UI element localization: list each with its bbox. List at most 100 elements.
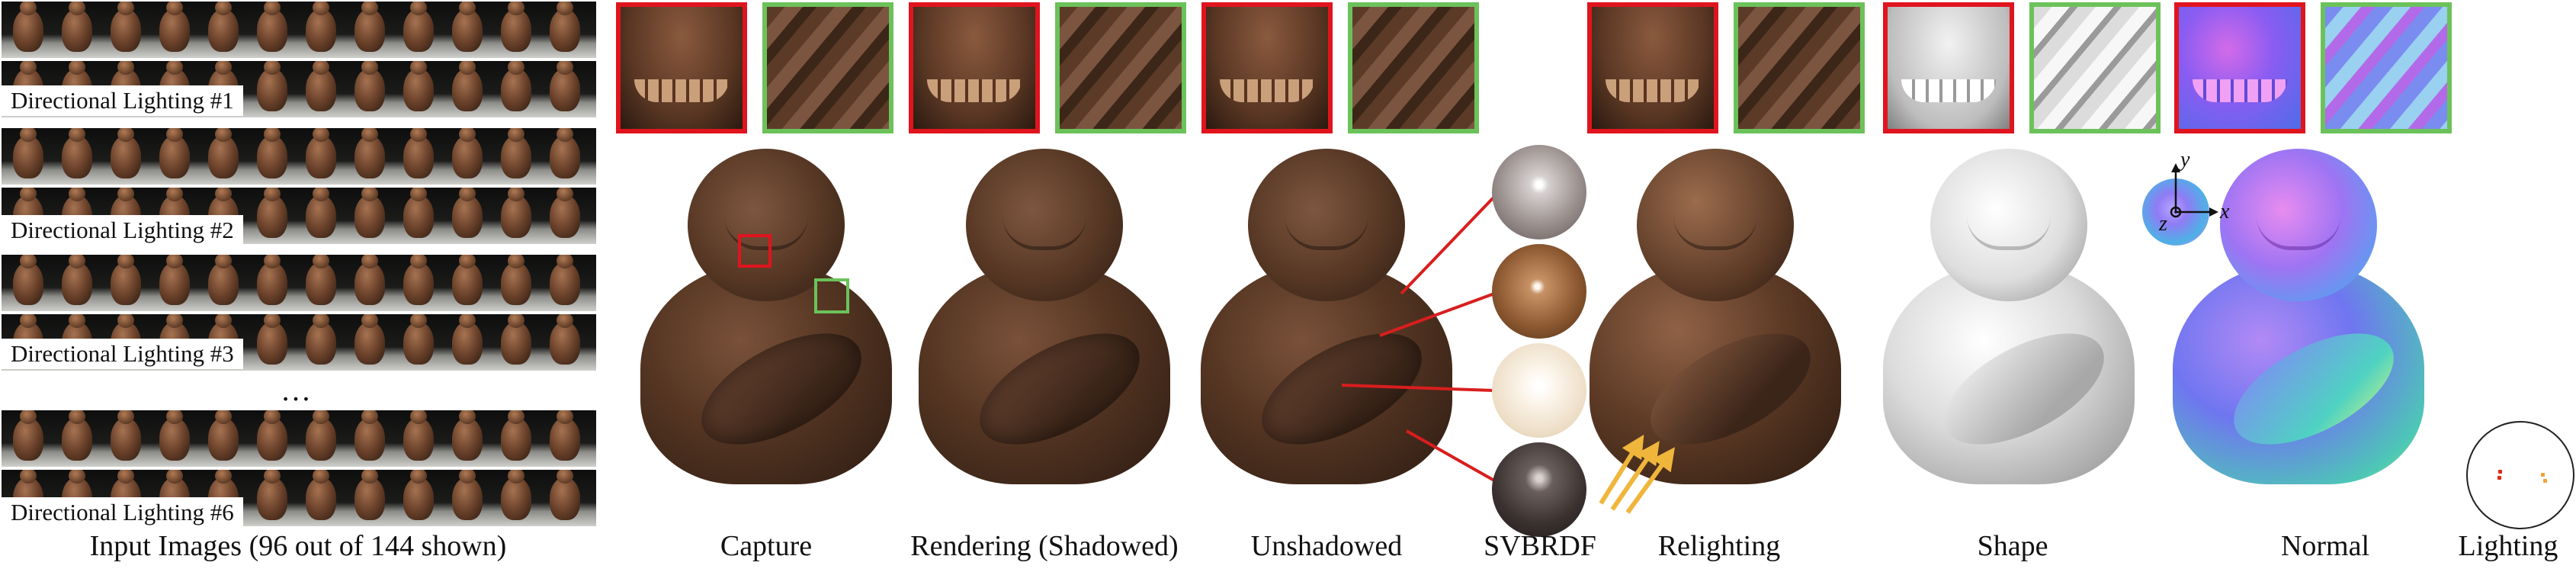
- input-image-thumbnail: [306, 470, 336, 520]
- capture-fold-crop: [762, 2, 893, 133]
- normal-color-legend: y x z: [2135, 148, 2230, 246]
- light-dot: [2541, 473, 2545, 477]
- input-image-thumbnail: [306, 255, 336, 305]
- input-image-thumbnail: [452, 314, 483, 365]
- rendering-mouth-crop: [909, 2, 1040, 133]
- input-image-thumbnail: [208, 2, 239, 52]
- directional-lighting-label: Directional Lighting #1: [2, 85, 243, 116]
- input-image-thumbnail: [62, 410, 92, 461]
- svbrdf-sphere: [1492, 343, 1586, 438]
- input-image-thumbnail: [403, 61, 434, 111]
- input-image-thumbnail: [501, 2, 531, 52]
- x-axis-label: x: [2220, 200, 2230, 223]
- svbrdf-sphere: [1492, 442, 1586, 537]
- input-image-thumbnail: [403, 255, 434, 305]
- input-image-thumbnail: [159, 2, 190, 52]
- input-image-thumbnail: [403, 128, 434, 178]
- relighting-mouth-crop: [1587, 2, 1718, 133]
- relighting-statue: [1590, 149, 1841, 484]
- unshadowed-fold-crop: [1348, 2, 1479, 133]
- input-image-thumbnail: [111, 255, 141, 305]
- input-image-thumbnail: [354, 61, 385, 111]
- input-image-thumbnail: [550, 128, 580, 178]
- lighting-directions-circle: [2466, 421, 2574, 529]
- input-image-thumbnail: [13, 2, 43, 52]
- svbrdf-sphere: [1492, 145, 1586, 239]
- shape-statue: [1883, 149, 2135, 484]
- input-image-thumbnail: [111, 128, 141, 178]
- rendering-caption: Rendering (Shadowed): [910, 530, 1179, 562]
- input-image-thumbnail: [403, 314, 434, 365]
- input-image-thumbnail: [452, 410, 483, 461]
- relighting-fold-crop: [1734, 2, 1865, 133]
- input-image-thumbnail: [452, 188, 483, 238]
- input-image-thumbnail: [501, 128, 531, 178]
- input-image-thumbnail: [208, 128, 239, 178]
- input-image-thumbnail: [550, 410, 580, 461]
- normal-statue: [2173, 149, 2424, 484]
- input-image-thumbnail: [550, 470, 580, 520]
- input-image-thumbnail: [257, 255, 287, 305]
- svbrdf-caption: SVBRDF: [1484, 530, 1596, 562]
- input-image-thumbnail: [306, 128, 336, 178]
- input-image-thumbnail: [501, 470, 531, 520]
- input-image-thumbnail: [403, 410, 434, 461]
- input-image-thumbnail: [354, 128, 385, 178]
- input-image-thumbnail: [452, 470, 483, 520]
- input-image-thumbnail: [452, 61, 483, 111]
- input-image-thumbnail: [257, 410, 287, 461]
- input-image-thumbnail: [403, 2, 434, 52]
- input-image-thumbnail: [306, 2, 336, 52]
- input-images-caption: Input Images (96 out of 144 shown): [89, 530, 507, 562]
- input-image-thumbnail: [257, 2, 287, 52]
- input-image-thumbnail: [354, 2, 385, 52]
- input-image-strip: [2, 2, 596, 58]
- input-image-strip: [2, 255, 596, 311]
- rendering-fold-crop: [1055, 2, 1186, 133]
- y-axis-label: y: [2180, 148, 2190, 172]
- svbrdf-sphere: [1492, 244, 1586, 339]
- lighting-caption: Lighting: [2458, 530, 2558, 562]
- input-image-thumbnail: [306, 410, 336, 461]
- unshadowed-statue: [1201, 149, 1452, 484]
- capture-statue: [640, 149, 892, 484]
- input-image-thumbnail: [306, 61, 336, 111]
- light-dot: [2543, 479, 2547, 483]
- input-image-thumbnail: [354, 410, 385, 461]
- input-image-thumbnail: [501, 314, 531, 365]
- input-image-thumbnail: [159, 255, 190, 305]
- input-image-thumbnail: [550, 61, 580, 111]
- input-image-thumbnail: [111, 410, 141, 461]
- light-dot: [2497, 476, 2501, 480]
- shape-mouth-crop: [1883, 2, 2014, 133]
- capture-caption: Capture: [720, 530, 813, 562]
- input-image-thumbnail: [452, 255, 483, 305]
- capture-mouth-crop: [616, 2, 747, 133]
- input-image-thumbnail: [62, 255, 92, 305]
- input-image-strip: [2, 410, 596, 467]
- normal-caption: Normal: [2280, 530, 2370, 562]
- z-axis-label: z: [2159, 212, 2167, 236]
- normal-mouth-crop: [2174, 2, 2305, 133]
- input-image-thumbnail: [257, 314, 287, 365]
- input-image-thumbnail: [501, 255, 531, 305]
- input-image-thumbnail: [550, 255, 580, 305]
- input-image-thumbnail: [62, 2, 92, 52]
- input-image-thumbnail: [306, 314, 336, 365]
- input-image-thumbnail: [354, 470, 385, 520]
- input-image-thumbnail: [257, 188, 287, 238]
- input-image-thumbnail: [159, 128, 190, 178]
- normal-fold-crop: [2321, 2, 2452, 133]
- input-image-strip: [2, 128, 596, 185]
- input-image-thumbnail: [403, 470, 434, 520]
- directional-lighting-label: Directional Lighting #3: [2, 339, 243, 369]
- input-image-thumbnail: [111, 2, 141, 52]
- directional-lighting-label: Directional Lighting #2: [2, 215, 243, 246]
- input-image-thumbnail: [257, 61, 287, 111]
- axis-arrows: [2170, 163, 2218, 218]
- rendering-statue: [919, 149, 1170, 484]
- input-image-thumbnail: [452, 128, 483, 178]
- input-image-thumbnail: [452, 2, 483, 52]
